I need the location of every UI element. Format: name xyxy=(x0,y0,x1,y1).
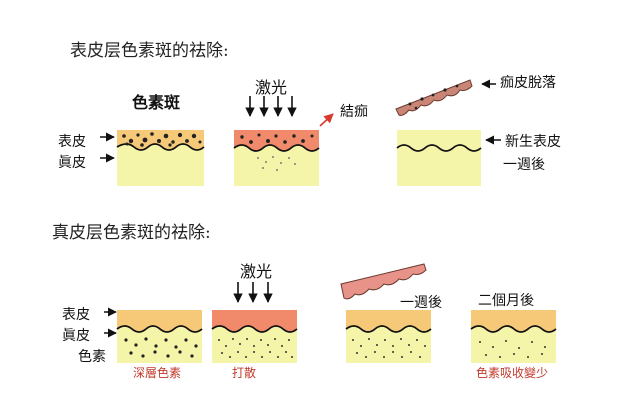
caption-scatter: 打散 xyxy=(232,366,257,380)
dermis-label-1: 眞皮 xyxy=(58,155,86,171)
skin-block-new-epidermis xyxy=(396,130,482,186)
section2-heading: 真皮层色素斑的祛除: xyxy=(52,223,211,243)
epidermis-label-2: 表皮 xyxy=(62,307,90,323)
skin-block-one-week xyxy=(345,310,432,363)
two-month-label: 二個月後 xyxy=(478,293,534,309)
section1-heading: 表皮层色素斑的祛除: xyxy=(70,41,229,61)
caption-pigment-reduced: 色素吸收變少 xyxy=(476,366,549,380)
new-epidermis-label: 新生表皮 xyxy=(505,134,561,150)
pigment-spot-title: 色素斑 xyxy=(132,93,181,112)
laser-arrows-2 xyxy=(233,282,273,303)
scab-fall-label: 痂皮脫落 xyxy=(500,75,556,91)
laser-label-2: 激光 xyxy=(240,262,273,281)
one-week-label-1: 一週後 xyxy=(503,157,545,173)
scab-label: 結痂 xyxy=(340,104,368,120)
red-arrow-scab xyxy=(319,113,334,127)
skin-block-two-months xyxy=(470,310,557,363)
skin-block-pigment-spot xyxy=(116,130,205,186)
falling-scab-1 xyxy=(395,79,473,116)
dermis-label-2: 眞皮 xyxy=(62,328,90,344)
skin-block-deep-pigment xyxy=(116,310,203,363)
pigment-label-2: 色素 xyxy=(78,349,106,365)
laser-label-1: 激光 xyxy=(255,78,288,97)
one-week-label-2: 一週後 xyxy=(400,295,442,311)
skin-block-scattered xyxy=(211,310,298,363)
laser-arrows-1 xyxy=(245,96,297,117)
caption-deep-pigment: 深層色素 xyxy=(133,366,182,380)
falling-scab-2 xyxy=(340,263,427,300)
epidermis-label-1: 表皮 xyxy=(58,134,86,150)
pigment-dots-epidermis xyxy=(122,132,202,147)
skin-block-laser-treated xyxy=(233,130,320,186)
